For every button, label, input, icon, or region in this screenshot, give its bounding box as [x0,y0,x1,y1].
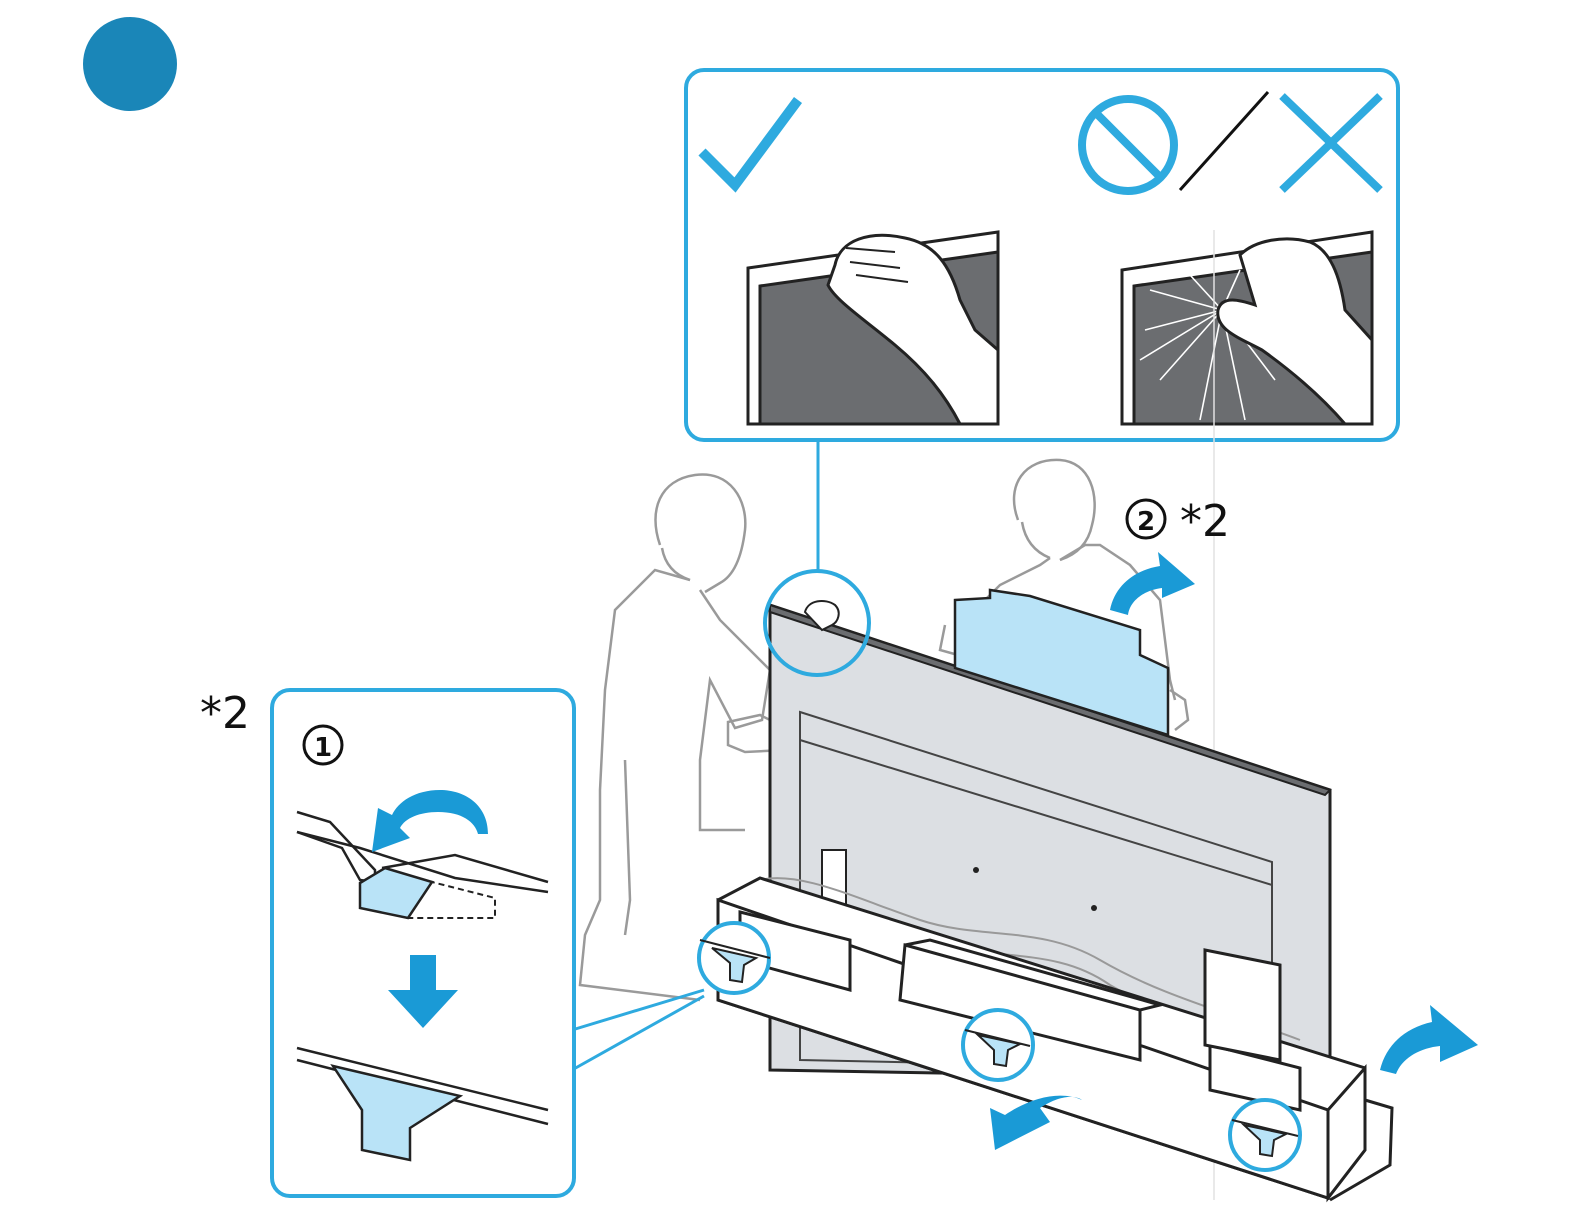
detail-circle-left [699,923,770,993]
rotate-arrow-right-icon [1380,1005,1478,1074]
detail-circle-middle [963,1010,1033,1080]
handling-callout [686,70,1398,572]
latch-callout: *2 1 [200,688,704,1196]
note-mark-top: *2 [1180,496,1230,547]
detail-circle-right [1230,1100,1300,1170]
step-one-number: 1 [314,733,332,763]
step-two-label: 2 *2 [1127,496,1230,547]
step-marker [83,17,177,111]
step-two-number: 2 [1137,507,1155,537]
note-mark-left: *2 [200,688,250,739]
